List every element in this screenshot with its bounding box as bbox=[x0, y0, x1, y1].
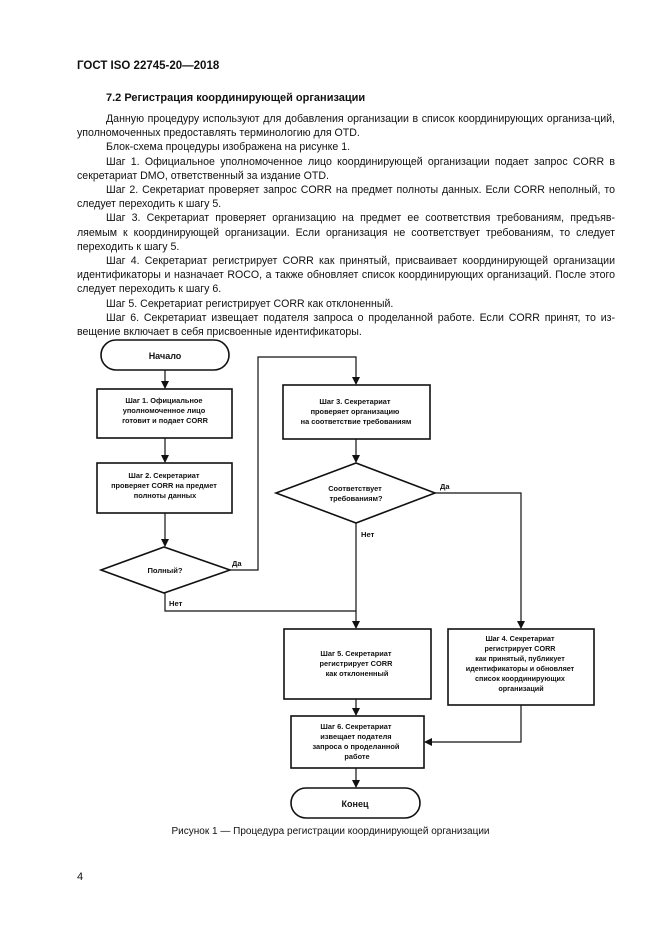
no-label-requirements: Нет bbox=[361, 530, 375, 539]
section-title: 7.2 Регистрация координирующей организац… bbox=[106, 92, 366, 104]
step2-label: Шаг 2. Секретариат проверяет CORR на пре… bbox=[111, 471, 219, 500]
decision-complete-label: Полный? bbox=[147, 566, 182, 575]
end-label: Конец bbox=[342, 799, 369, 809]
step6-label: Шаг 6. Секретариат извещает подателя зап… bbox=[312, 722, 401, 761]
step3-label: Шаг 3. Секретариат проверяет организацию… bbox=[301, 397, 412, 426]
paragraph: Данную процедуру используют для добавлен… bbox=[77, 113, 615, 140]
connector bbox=[424, 705, 522, 746]
no-label-complete: Нет bbox=[169, 599, 183, 608]
paragraph: Шаг 3. Секретариат проверяет организацию… bbox=[77, 212, 615, 253]
yes-label-complete: Да bbox=[232, 559, 242, 568]
paragraph: Шаг 5. Секретариат регистрирует CORR как… bbox=[106, 297, 394, 310]
step4-label: Шаг 4. Секретариат регистрирует CORR как… bbox=[466, 634, 576, 693]
page-number: 4 bbox=[77, 871, 84, 883]
step5-box bbox=[283, 628, 432, 700]
step3-box bbox=[282, 384, 431, 440]
decision-requirements-label: Соответствует требованиям? bbox=[328, 484, 384, 503]
step4-box bbox=[447, 628, 595, 706]
yes-label-requirements: Да bbox=[440, 482, 450, 491]
connector-yes-complete bbox=[230, 356, 360, 571]
paragraph: Блок-схема процедуры изображена на рисун… bbox=[106, 141, 351, 154]
connector-yes-requirements bbox=[435, 492, 525, 629]
document-header: ГОСТ ISO 22745-20—2018 bbox=[77, 60, 220, 72]
decision-requirements bbox=[273, 462, 438, 524]
start-label: Начало bbox=[149, 351, 182, 361]
figure-caption: Рисунок 1 — Процедура регистрации коорди… bbox=[171, 826, 490, 837]
paragraph: Шаг 1. Официальное уполномоченное лицо к… bbox=[77, 155, 615, 182]
paragraph: Шаг 4. Секретариат регистрирует CORR как… bbox=[77, 255, 615, 296]
paragraph: Шаг 6. Секретариат извещает подателя зап… bbox=[77, 311, 615, 339]
connector-no-complete bbox=[164, 593, 356, 612]
step1-box bbox=[96, 388, 233, 439]
step5-label: Шаг 5. Секретариат регистрирует CORR как… bbox=[320, 649, 395, 678]
paragraph: Шаг 2. Секретариат проверяет запрос CORR… bbox=[77, 184, 615, 211]
end-terminator bbox=[290, 787, 421, 819]
step1-label: Шаг 1. Официальное уполномоченное лицо г… bbox=[122, 396, 208, 425]
section-body: Данную процедуру используют для добавлен… bbox=[77, 112, 615, 339]
step2-box bbox=[96, 462, 233, 514]
